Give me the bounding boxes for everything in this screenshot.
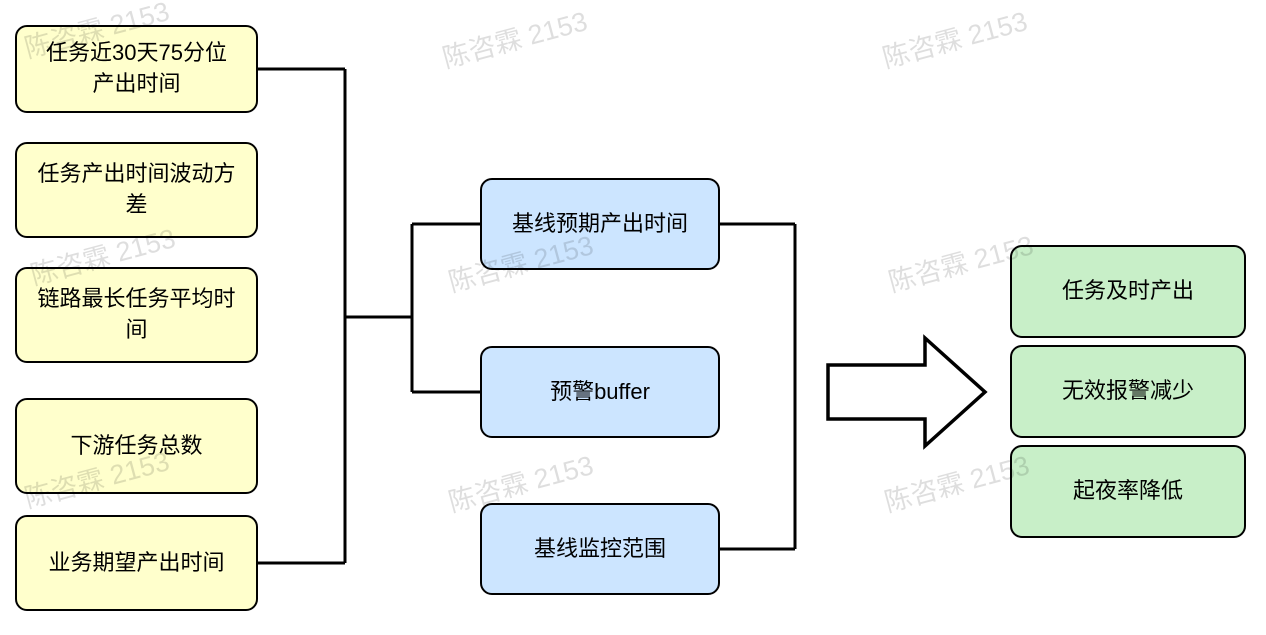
outcome-box-lower-night-wake-rate: 起夜率降低 [1010,445,1246,538]
input-box-longest-task-avg-time: 链路最长任务平均时 间 [15,267,258,363]
outcome-box-fewer-invalid-alerts: 无效报警减少 [1010,345,1246,438]
big-right-arrow [826,334,988,450]
outcome-box-timely-output: 任务及时产出 [1010,245,1246,338]
mid-box-baseline-monitor-scope: 基线监控范围 [480,503,720,595]
input-box-output-time-variance: 任务产出时间波动方 差 [15,142,258,238]
mid-box-baseline-expected-output-time: 基线预期产出时间 [480,178,720,270]
input-box-downstream-task-count: 下游任务总数 [15,398,258,494]
input-box-business-expected-time: 业务期望产出时间 [15,515,258,611]
mid-box-warning-buffer: 预警buffer [480,346,720,438]
input-box-p75-output-time: 任务近30天75分位 产出时间 [15,25,258,113]
